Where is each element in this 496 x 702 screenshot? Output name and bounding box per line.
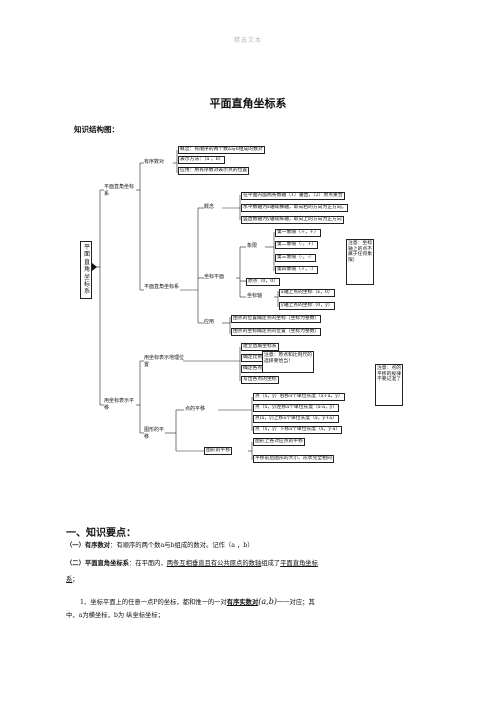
y-axis-point: y轴上点的坐标（0，y） — [279, 302, 335, 311]
node-quadrant: 象限 — [247, 243, 258, 249]
node-coord-system: 平面直角坐标系 — [144, 284, 180, 290]
ordered-pair-concept: 概念：有顺序的两个数a与b组成的数对 — [178, 146, 265, 155]
node-application: 应用 — [204, 319, 215, 325]
figure-translation-2: 平移前后图形的大小、形状完全相同 — [253, 455, 334, 464]
translation-note: 注意：点的平移的规律不要记混了 — [375, 364, 403, 406]
para-point-coordinate-cont: 中，a为横坐标，b为 纵坐标坐标； — [66, 612, 164, 619]
quadrant-4: 第四象限（+，-） — [275, 266, 319, 275]
para-coordinate-system-cont: 系； — [66, 576, 79, 583]
quadrant-1: 第一象限（+，+） — [275, 229, 321, 238]
node-coordinate-plane: 坐标平面 — [204, 274, 225, 280]
application-item-2: 由点的坐标确定点的位置（坐标为整数） — [231, 328, 322, 337]
translation-down: 点（x，y）下移a个单位长度（x，y-a） — [253, 426, 343, 435]
branch-coordinate-system: 平面直角坐标系 — [104, 184, 135, 197]
quadrant-2: 第二象限（-，+） — [275, 241, 319, 250]
quadrant-note: 注意：坐标轴上的点不属于任何象限） — [346, 239, 374, 285]
origin-point: 原点（0，0） — [246, 278, 281, 287]
structure-heading: 知识结构图： — [74, 125, 119, 134]
node-coord-location: 用坐标表示地理位置 — [144, 355, 185, 368]
ordered-pair-notation: 表示方法：（a ，b） — [178, 156, 226, 165]
concept-item-1: 在平面内画两条数轴（1）垂直，（2）原点重合 — [241, 192, 345, 201]
page-title: 平面直角坐标系 — [209, 97, 287, 110]
location-step-1: 建立直角坐标系 — [241, 343, 279, 352]
para-point-coordinate: 1、坐标平面上的任意一点P的坐标，都和惟一的一对有序实数对(a,b)一一对应；其 — [80, 597, 315, 606]
section-heading: 一、知识要点： — [66, 528, 136, 539]
node-concept: 概念 — [204, 204, 215, 210]
node-figure-translation: 图形的平移 — [144, 427, 165, 440]
root-node: 平面直角坐标系 — [80, 241, 92, 299]
figure-translation-1: 图形上各对应点的平移 — [253, 438, 305, 447]
branch-translation: 用坐标表示平移 — [104, 398, 135, 411]
quadrant-3: 第三象限（-，-） — [275, 254, 316, 263]
node-axis: 坐标轴 — [247, 293, 263, 299]
application-item-1: 由点的位置确定点的坐标（坐标为整数） — [231, 315, 322, 324]
node-point-translation: 点的平移 — [185, 406, 206, 412]
watermark: 精选文本 — [233, 37, 262, 44]
concept-item-2: 水平数轴为x轴或横轴，取向右的方向为正方向。 — [241, 204, 349, 213]
ordered-pair-application: 应用：用有序数对表示点的位置 — [178, 167, 250, 176]
scale-note: 注意：原点和比例尺的选择要恰当！ — [262, 351, 314, 373]
para-ordered-pair: （一）有序数对：有顺序的两个数a与b组成的数对。记作（a ，b） — [66, 542, 254, 549]
node-ordered-pair: 有序数对 — [144, 159, 165, 165]
translation-left: 点（x，y)左移a个单位长度（x-a，y） — [253, 404, 340, 413]
node-figure-translation-detail: 图形的平移 — [204, 447, 232, 456]
para-coordinate-system: （二）平面直角坐标系：在平面内，两条互相垂直且有公共原点的数轴组成了平面直角坐标 — [66, 560, 318, 567]
concept-item-3: 竖直数轴为y轴或纵轴，取向上的方向为正方向 — [241, 216, 344, 225]
translation-up: 点(x，y)上移a个单位长度（x，y+a） — [253, 415, 339, 424]
x-axis-point: x轴上点的坐标（x，0） — [279, 289, 335, 298]
location-step-4: 写出各点的坐标 — [241, 376, 279, 385]
translation-right: 点（x，y）右移a个单位长度（x+a，y） — [253, 393, 345, 402]
